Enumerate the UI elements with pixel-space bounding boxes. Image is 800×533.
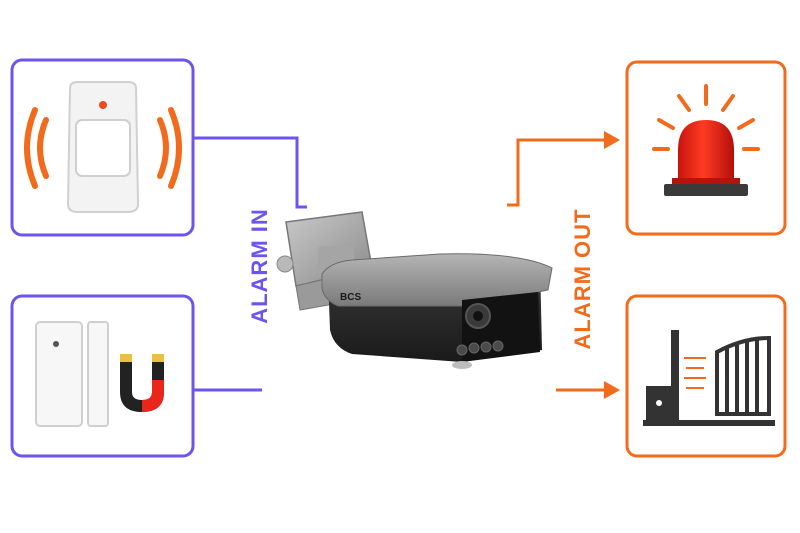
motion-sensor-box xyxy=(10,58,195,237)
camera-sunshade xyxy=(321,253,553,307)
input-connectors xyxy=(193,136,307,392)
arrow-to-gate xyxy=(604,381,620,399)
gate-box xyxy=(625,294,787,458)
connector-motion-sensor xyxy=(193,136,307,209)
camera-brand-logo: BCS xyxy=(340,292,361,303)
siren-box xyxy=(625,60,787,236)
output-connectors xyxy=(507,131,620,399)
alarm-out-label: ALARM OUT xyxy=(570,208,595,350)
sliding-gate-icon xyxy=(643,330,775,426)
alarm-in-label: ALARM IN xyxy=(247,208,272,324)
arrow-to-siren xyxy=(604,131,620,149)
motion-sensor-icon xyxy=(24,81,182,213)
connector-siren xyxy=(507,138,606,207)
magnet-icon xyxy=(120,354,164,412)
siren-beacon-icon xyxy=(652,84,760,196)
door-sensor-box xyxy=(10,294,195,458)
door-contact-sensor-icon xyxy=(35,321,109,427)
ir-leds xyxy=(456,340,504,356)
bullet-camera: BCS xyxy=(276,211,553,369)
